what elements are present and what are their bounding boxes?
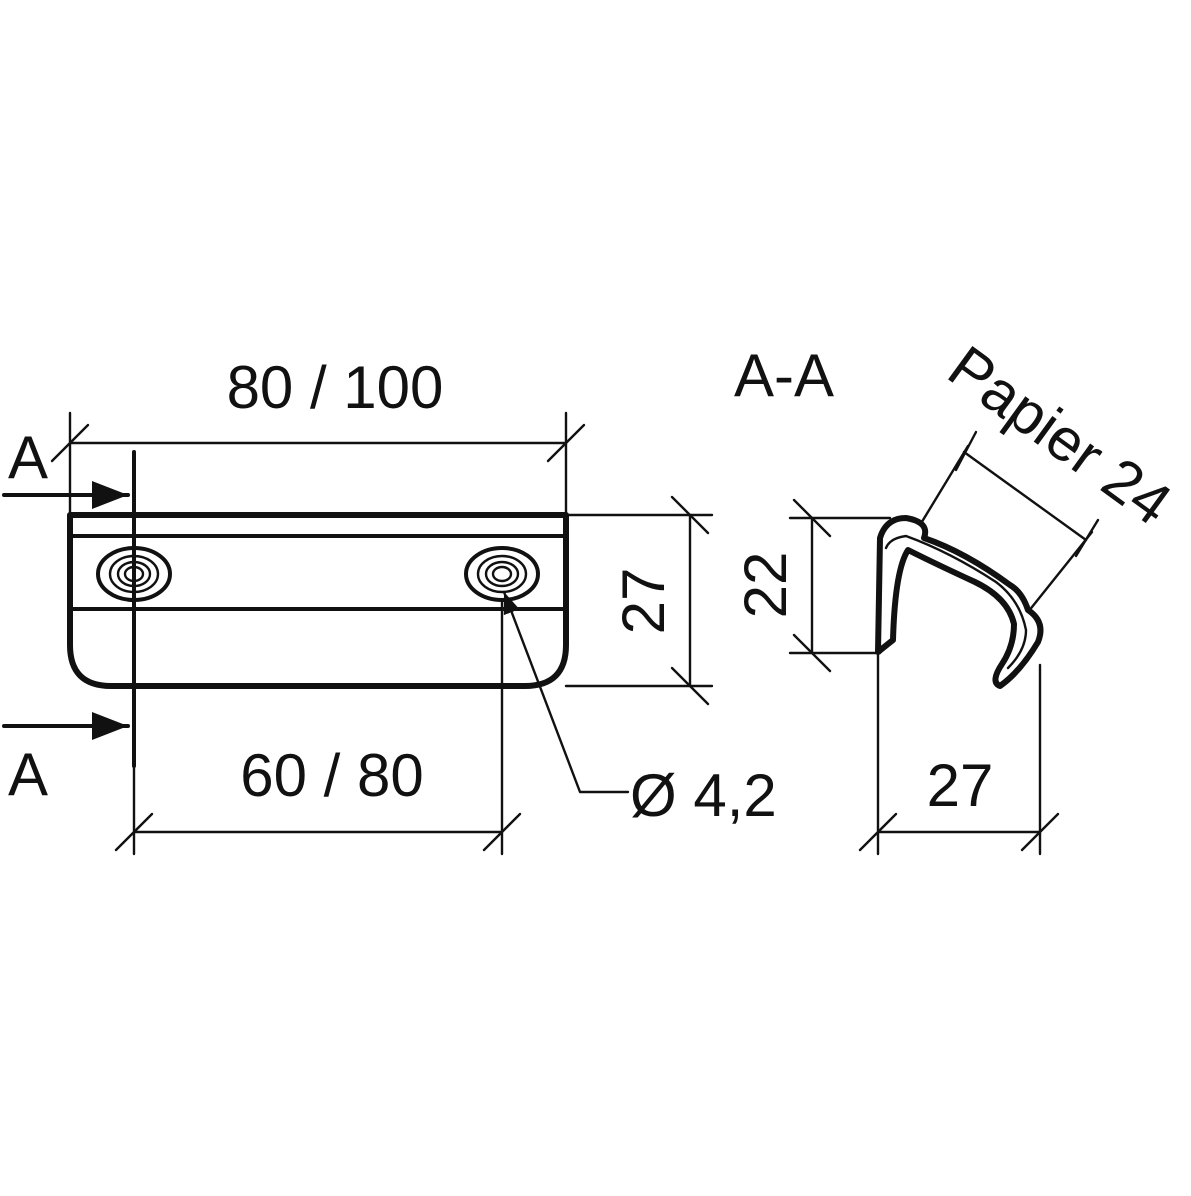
hole-diameter-label: Ø 4,2 [630, 762, 777, 829]
overall-width-dimension: 80 / 100 [50, 354, 586, 517]
part-outline [67, 512, 569, 689]
overall-width-label: 80 / 100 [227, 354, 444, 421]
hole-spacing-label: 60 / 80 [240, 742, 424, 809]
height-label: 27 [610, 568, 677, 635]
hole-diameter-callout: Ø 4,2 [502, 590, 777, 829]
section-profile [875, 515, 1044, 689]
section-marker-top: A [8, 424, 48, 491]
section-height-label: 22 [732, 552, 799, 619]
section-marker-bottom: A [8, 741, 48, 808]
section-title: A-A [734, 342, 834, 409]
right-mounting-hole [464, 546, 540, 602]
section-depth-dimension: 27 [858, 653, 1060, 856]
section-inner-line [884, 534, 1028, 670]
section-height-dimension: 22 [732, 498, 892, 673]
front-view: A A 80 / 100 60 / 80 27 [2, 354, 777, 856]
section-depth-label: 27 [927, 752, 994, 819]
section-view: A-A 22 27 Papier 2 [732, 333, 1184, 856]
height-dimension: 27 [564, 495, 714, 706]
hole-spacing-dimension: 60 / 80 [114, 598, 522, 856]
paper-dimension: Papier 24 [918, 333, 1184, 614]
